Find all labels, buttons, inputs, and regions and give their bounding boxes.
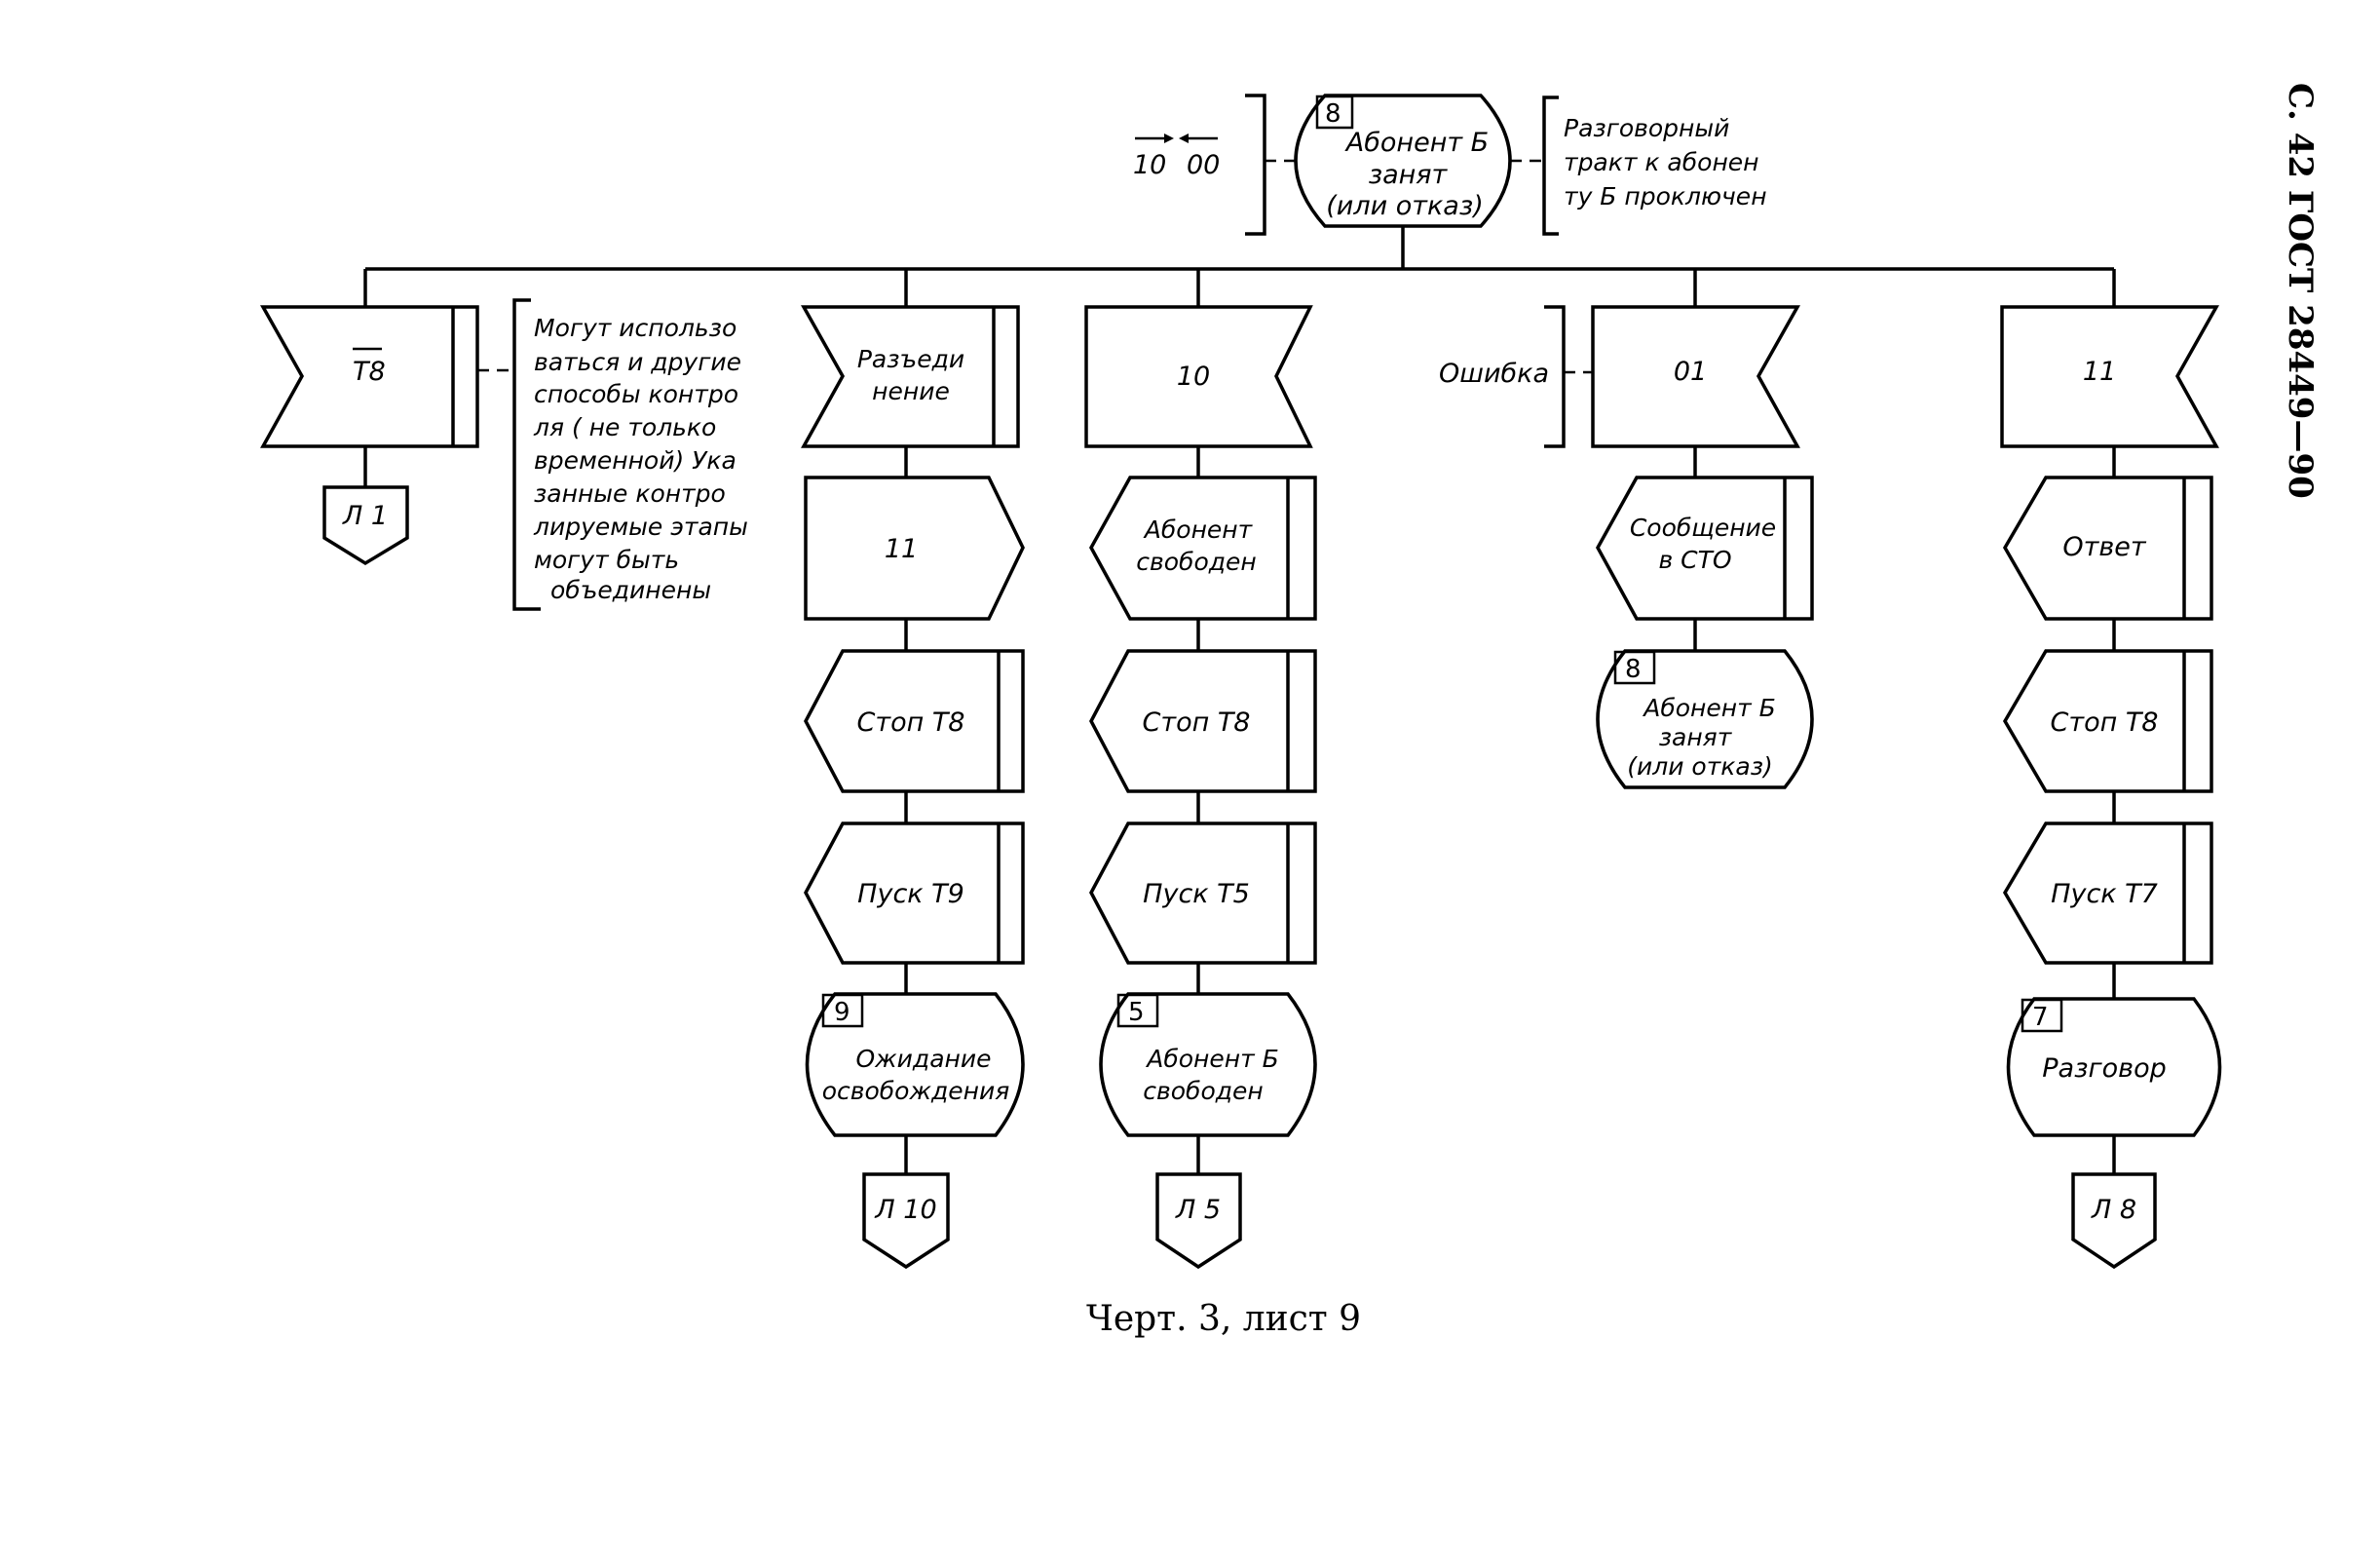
top-right-note: Разговорный тракт к абонен ту Б проключе… xyxy=(1510,95,1767,236)
col3-task-start: Пуск T5 xyxy=(1089,821,1317,965)
comment-line-2: ваться и другие xyxy=(534,348,741,376)
comment-line-9: объединены xyxy=(550,576,711,604)
col2-task-start: Пуск T9 xyxy=(804,821,1025,965)
comment-label: Ошибка xyxy=(1439,359,1549,389)
comment-line-3: способы контро xyxy=(534,380,738,408)
input-label: 01 xyxy=(1674,357,1707,387)
top-state: 8 Абонент Б занят (или отказ) xyxy=(1294,94,1512,228)
connector-label: Л 10 xyxy=(874,1195,936,1225)
connector-label: Л 1 xyxy=(342,501,388,531)
col3-task-stop: Стоп T8 xyxy=(1089,649,1317,793)
col3-connector: Л 5 xyxy=(1155,1172,1242,1270)
comment-line-8: могут быть xyxy=(534,546,679,574)
task-label: Пуск T5 xyxy=(1143,879,1250,909)
col5-output-signal: Ответ xyxy=(2002,476,2213,621)
state-line-1: Абонент Б xyxy=(1344,128,1489,158)
note-line-2: тракт к абонен xyxy=(1564,148,1759,176)
col5-input-signal: 11 xyxy=(2000,305,2219,448)
col1-connector: Л 1 xyxy=(322,485,409,566)
state-line-2: освобождения xyxy=(822,1077,1010,1105)
state-line-1: Абонент Б xyxy=(1145,1045,1279,1073)
top-left-signals: 10 00 xyxy=(1133,94,1296,236)
task-label: Пуск T7 xyxy=(2051,879,2158,909)
col1-comment: Могут использо ваться и другие способы к… xyxy=(477,298,748,611)
output-line-2: в СТО xyxy=(1658,546,1731,574)
input-line-2: нение xyxy=(872,377,950,405)
col5-connector: Л 8 xyxy=(2071,1172,2157,1270)
note-line-1: Разговорный xyxy=(1564,114,1729,142)
input-line-1: Разъеди xyxy=(857,345,964,373)
state-line-3: (или отказ) xyxy=(1627,752,1773,781)
col5-task-start: Пуск T7 xyxy=(2002,821,2213,965)
signal-00: 00 xyxy=(1187,150,1220,180)
state-number: 8 xyxy=(1625,655,1642,684)
col3-state: 5 Абонент Б свободен xyxy=(1099,992,1317,1137)
col2-input-signal: Разъеди нение xyxy=(801,305,1020,448)
col2-state: 9 Ожидание освобождения xyxy=(805,992,1025,1137)
col5-state: 7 Разговор xyxy=(2006,997,2222,1137)
flow-lines xyxy=(363,226,2116,1174)
state-line-3: (или отказ) xyxy=(1326,191,1483,221)
state-number: 9 xyxy=(834,998,850,1027)
state-number: 8 xyxy=(1325,99,1341,129)
state-line-1: Абонент Б xyxy=(1642,694,1776,722)
comment-line-1: Могут использо xyxy=(534,314,737,342)
signal-10: 10 xyxy=(1133,150,1166,180)
task-label: Стоп T8 xyxy=(2050,707,2158,738)
col2-output-signal: 11 xyxy=(804,476,1025,621)
comment-line-5: временной) Ука xyxy=(534,446,737,475)
state-label: Разговор xyxy=(2042,1053,2166,1084)
output-line-2: свободен xyxy=(1136,548,1257,576)
input-label: 11 xyxy=(2083,357,2116,387)
state-line-1: Ожидание xyxy=(855,1045,991,1073)
col4-state: 8 Абонент Б занят (или отказ) xyxy=(1596,649,1814,789)
comment-line-7: лируемые этапы xyxy=(533,513,748,541)
input-label: 10 xyxy=(1177,362,1210,392)
connector-label: Л 5 xyxy=(1175,1195,1221,1225)
task-label: Стоп T8 xyxy=(856,707,964,738)
col3-output-signal: Абонент свободен xyxy=(1089,476,1317,621)
output-label: 11 xyxy=(885,534,918,564)
col4-comment: Ошибка xyxy=(1439,305,1593,448)
figure-caption: Черт. 3, лист 9 xyxy=(1086,1299,1361,1339)
col5-task-stop: Стоп T8 xyxy=(2002,649,2213,793)
state-line-2: занят xyxy=(1659,723,1733,751)
task-label: Пуск T9 xyxy=(857,879,964,909)
state-number: 7 xyxy=(2032,1003,2049,1032)
state-line-2: свободен xyxy=(1143,1077,1264,1105)
task-label: Стоп T8 xyxy=(1142,707,1250,738)
col1-input-signal: T8 xyxy=(260,305,479,448)
connector-label: Л 8 xyxy=(2091,1195,2136,1225)
col2-task-stop: Стоп T8 xyxy=(804,649,1025,793)
input-label: T8 xyxy=(353,357,386,387)
comment-line-6: занные контро xyxy=(534,479,726,508)
col4-input-signal: 01 xyxy=(1591,305,1800,448)
col3-input-signal: 10 xyxy=(1084,305,1313,448)
page-header: С. 42 ГОСТ 28449—90 xyxy=(2281,83,2320,499)
state-line-2: занят xyxy=(1369,160,1449,190)
col4-output-signal: Сообщение в СТО xyxy=(1596,476,1814,621)
state-number: 5 xyxy=(1128,998,1145,1027)
note-line-3: ту Б проключен xyxy=(1564,182,1767,210)
output-label: Ответ xyxy=(2062,532,2147,562)
col2-connector: Л 10 xyxy=(862,1172,950,1270)
output-line-1: Сообщение xyxy=(1630,514,1776,542)
output-line-1: Абонент xyxy=(1143,516,1254,544)
comment-line-4: ля ( не только xyxy=(533,413,716,441)
